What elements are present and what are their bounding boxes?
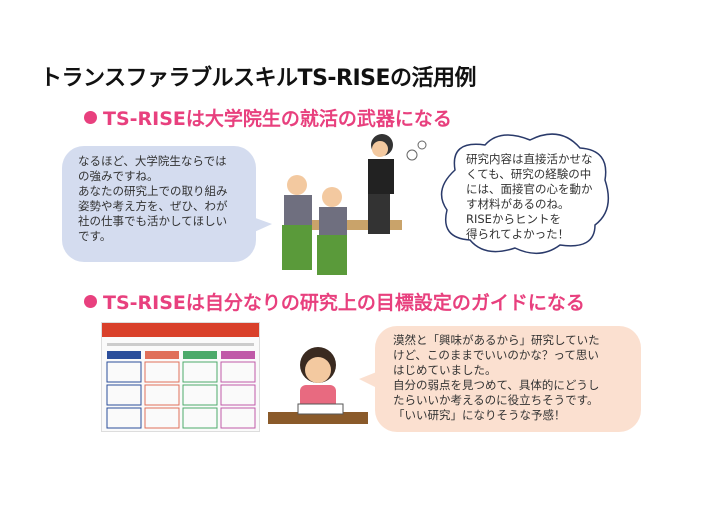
bullet-icon — [84, 295, 97, 308]
section1-heading-text: TS-RISEは大学院生の就活の武器になる — [103, 108, 452, 130]
page-title: トランスファラブルスキルTS-RISEの活用例 — [40, 66, 477, 91]
interview-illustration — [282, 134, 427, 275]
bubble-line: 姿勢や考え方を、ぜひ、わが — [78, 199, 228, 213]
bubble-line: 「いい研究」になりそうな予感！ — [393, 408, 566, 422]
bubble-line: には、面接官の心を動か — [466, 182, 593, 196]
bubble-line: す材料があるのね。 — [466, 197, 570, 211]
interviewer-speech-bubble: なるほど、大学院生ならでは の強みですね。 あなたの研究上での取り組み 姿勢や考… — [62, 146, 272, 262]
bubble-line: なるほど、大学院生ならでは — [78, 154, 227, 168]
bubble-line: の強みですね。 — [78, 169, 159, 183]
section1-heading: TS-RISEは大学院生の就活の武器になる — [84, 104, 452, 131]
bubble-line: たらいいか考えるのに役立ちそうです。 — [393, 393, 599, 407]
ts-rise-document-thumbnail — [101, 322, 260, 432]
bubble-line: はじめていました。 — [393, 363, 497, 377]
bubble-line: けど、このままでいいのかな？って思い — [393, 348, 599, 362]
bubble-line: 社の仕事でも活かしてほしい — [78, 214, 228, 228]
bullet-icon — [84, 111, 97, 124]
bubble-line: くても、研究の経験の中 — [466, 167, 592, 181]
bubble-line: 漠然と「興味があるから」研究していた — [393, 333, 600, 347]
studying-student-illustration — [268, 347, 368, 424]
bubble-line: 自分の弱点を見つめて、具体的にどうし — [393, 378, 600, 392]
bubble-line: あなたの研究上での取り組み — [78, 184, 228, 198]
thought-cloud — [440, 133, 610, 254]
bubble-line: 研究内容は直接活かせな — [466, 152, 593, 166]
bubble-line: 得られてよかった！ — [466, 227, 570, 241]
bubble-line: RISEからヒントを — [466, 212, 561, 226]
section2-heading-text: TS-RISEは自分なりの研究上の目標設定のガイドになる — [103, 292, 585, 314]
bubble-line: です。 — [78, 229, 112, 243]
student-speech-bubble: 漠然と「興味があるから」研究していた けど、このままでいいのかな？って思い はじ… — [359, 326, 641, 432]
student-thought-text: 研究内容は直接活かせな くても、研究の経験の中 には、面接官の心を動か す材料が… — [466, 152, 601, 242]
section2-heading: TS-RISEは自分なりの研究上の目標設定のガイドになる — [84, 288, 585, 315]
